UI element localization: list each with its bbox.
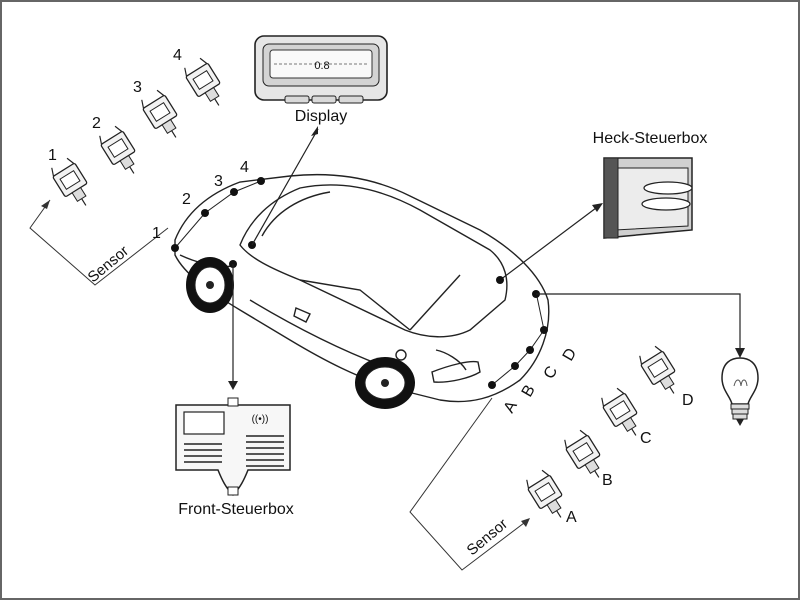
front-control-box: ((•)) (175, 397, 291, 497)
rear-box-wire (499, 204, 601, 281)
rear-point-a (488, 381, 496, 389)
front-point-3 (230, 188, 238, 196)
front-bracket-arrow-icon (41, 200, 50, 209)
rear-point-c (526, 346, 534, 354)
front-sensor-3-icon (137, 87, 188, 145)
front-sensor-label-2: 2 (92, 115, 101, 132)
front-box-arrow-icon (228, 381, 238, 390)
display-arrow-icon (311, 126, 318, 136)
rear-box-caption: Heck-Steuerbox (593, 130, 708, 147)
front-car-label-2: 2 (182, 191, 191, 208)
rear-sensor-label-c: C (640, 430, 652, 447)
front-wheel (186, 257, 234, 313)
front-sensor-label-4: 4 (173, 47, 182, 64)
front-box-symbol: ((•)) (252, 414, 269, 425)
display-caption: Display (295, 108, 347, 125)
rear-car-label-b: B (519, 382, 539, 400)
display-readout: 0.8 (314, 60, 329, 72)
front-sensor-label-1: 1 (48, 147, 57, 164)
rear-sensor-caption: Sensor (464, 515, 511, 559)
rear-control-box (603, 157, 693, 239)
front-car-label-4: 4 (240, 159, 249, 176)
rear-sensor-bracket (409, 397, 529, 571)
rear-sensor-d-icon (635, 343, 686, 401)
front-sensor-group: 1 2 3 4 (47, 47, 231, 213)
front-sensor-2-icon (95, 123, 146, 181)
front-car-label-1: 1 (152, 225, 161, 242)
front-box-caption: Front-Steuerbox (178, 501, 294, 518)
rear-box-point (496, 276, 504, 284)
front-car-points: 1 2 3 4 (152, 159, 265, 268)
rear-bracket-arrow-icon (521, 518, 530, 527)
front-point-4 (257, 177, 265, 185)
front-point-2 (201, 209, 209, 217)
front-sensor-bracket (29, 199, 169, 286)
rear-sensor-label-b: B (602, 472, 613, 489)
front-sensor-4-icon (180, 55, 231, 113)
rear-sensor-label-d: D (682, 392, 694, 409)
rear-car-label-d: D (560, 345, 581, 364)
rear-car-points: A B C D (488, 276, 580, 416)
display-unit: 0.8 (254, 35, 388, 104)
rear-sensor-label-a: A (566, 509, 577, 526)
rear-sensor-a-icon (522, 467, 573, 525)
rear-box-arrow-icon (592, 203, 603, 212)
rear-point-b (511, 362, 519, 370)
display-wire (251, 128, 319, 246)
front-point-1 (171, 244, 179, 252)
rear-car-label-a: A (501, 398, 521, 416)
rear-car-label-c: C (541, 363, 562, 382)
lamp-arrow-icon (735, 348, 745, 358)
front-sensor-label-3: 3 (133, 79, 142, 96)
rear-sensor-group: A B C D (522, 343, 694, 526)
rear-wheel (355, 357, 415, 409)
front-sensor-caption: Sensor (85, 242, 132, 286)
front-sensor-1-icon (47, 155, 98, 213)
lamp-wire (536, 293, 741, 352)
light-bulb-icon (721, 357, 759, 426)
front-car-label-3: 3 (214, 173, 223, 190)
rear-point-d (540, 326, 548, 334)
